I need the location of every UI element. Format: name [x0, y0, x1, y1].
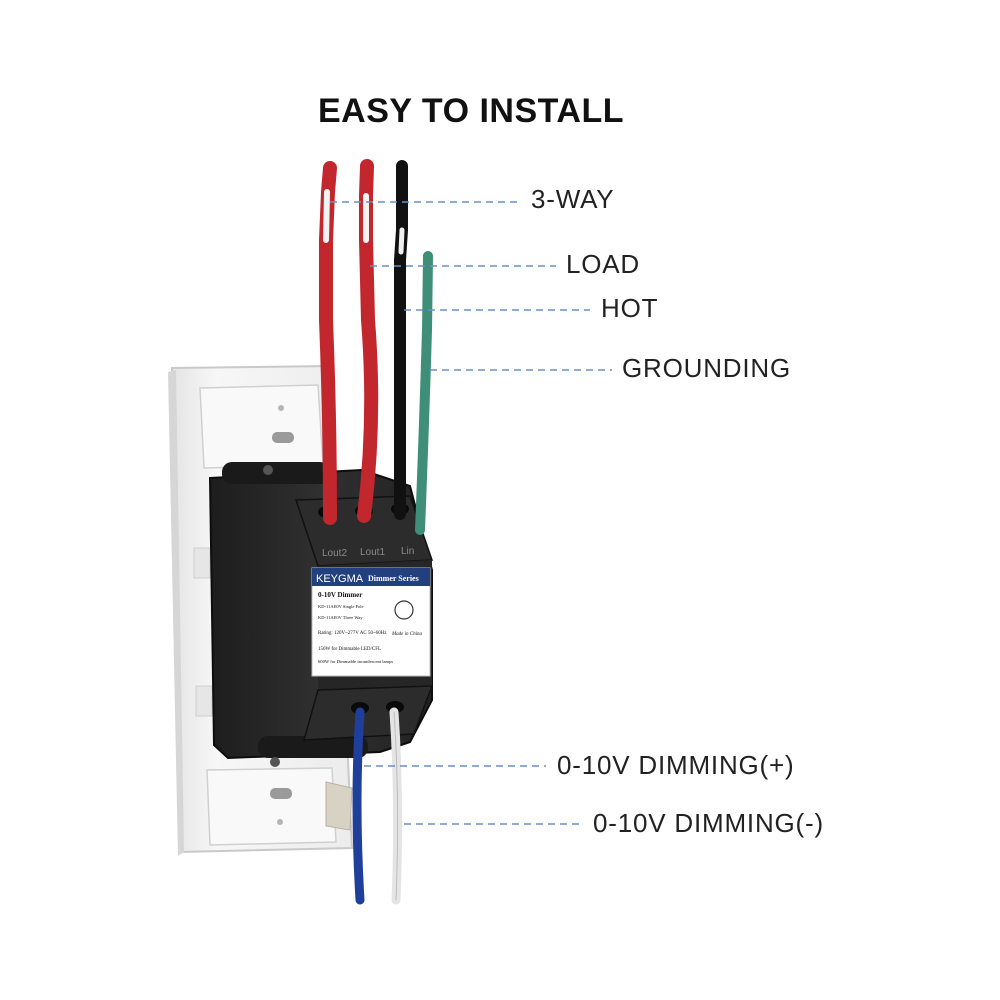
green-wire-grounding [415, 251, 433, 535]
terminal-lin: Lin [401, 546, 414, 557]
black-wire-lin [394, 160, 408, 520]
model-single-pole: KD-11AE0V Single Pole [318, 604, 364, 609]
series-label: Dimmer Series [368, 574, 419, 583]
callout-dimming-minus: 0-10V DIMMING(-) [593, 808, 824, 838]
blue-wire-dimming-plus [352, 707, 365, 905]
red-wire-lout1 [357, 159, 379, 523]
callout-grounding: GROUNDING [622, 353, 791, 383]
headline: EASY TO INSTALL [318, 92, 624, 130]
product-name: 0-10V Dimmer [318, 591, 362, 599]
origin-text: Made in China [391, 632, 422, 637]
callout-lines [330, 201, 612, 825]
incandescent-load-text: 600W for Dimmable incandescent lamps [318, 659, 393, 664]
led-load-text: 150W for Dimmable LED/CFL [318, 647, 381, 652]
terminal-lout1: Lout1 [360, 547, 385, 558]
rating-text: Rating: 120V~277V AC 50~60Hz [318, 631, 387, 636]
red-wire-lout2 [319, 161, 337, 525]
callout-3-way: 3-WAY [531, 184, 615, 214]
product-label: KEYGMA Dimmer Series 0-10V Dimmer KD-11A… [311, 567, 431, 677]
brand-label: KEYGMA [316, 573, 364, 585]
callout-hot: HOT [601, 293, 659, 323]
certification-mark-icon [394, 600, 414, 620]
model-three-way: KD-11AE0V Three Way [318, 615, 363, 620]
callout-load: LOAD [566, 249, 641, 279]
callout-dimming-plus: 0-10V DIMMING(+) [557, 750, 795, 780]
terminal-lout2: Lout2 [322, 548, 347, 559]
